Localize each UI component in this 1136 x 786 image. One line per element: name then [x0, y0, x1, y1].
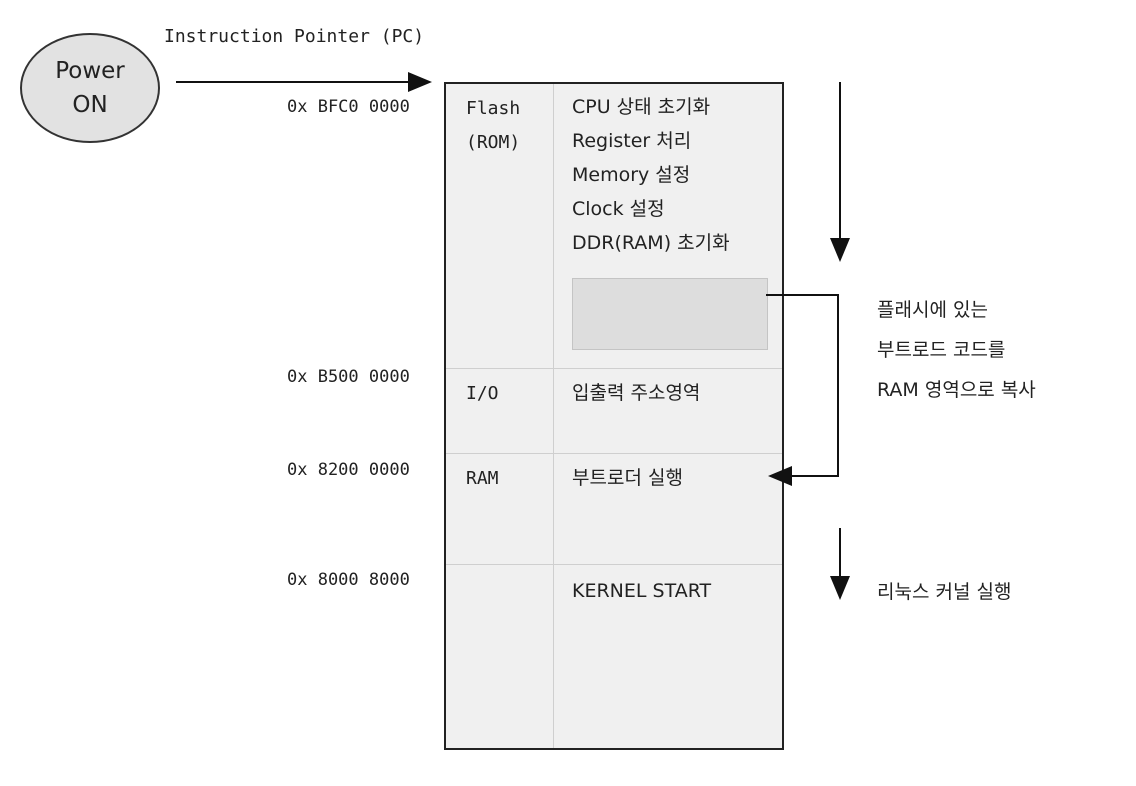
ram-kernel-divider [446, 564, 782, 565]
flash-step: Memory 설정 [572, 164, 691, 186]
address-kernel: 0x 8000 8000 [287, 570, 410, 590]
bootloader-code-box [572, 278, 768, 350]
copy-note: 플래시에 있는 부트로드 코드를 RAM 영역으로 복사 [877, 290, 1036, 410]
pc-arrow-head [408, 72, 432, 92]
flash-steps: CPU 상태 초기화 Register 처리 Memory 설정 Clock 설… [572, 90, 730, 260]
kernel-flow-arrow-head [830, 576, 850, 600]
flash-flow-arrow-head [830, 238, 850, 262]
flash-io-divider [446, 368, 782, 369]
flash-step: Clock 설정 [572, 198, 665, 220]
flash-step: DDR(RAM) 초기화 [572, 232, 730, 254]
segment-io: I/O [466, 383, 499, 404]
linux-kernel-note: 리눅스 커널 실행 [877, 581, 1012, 603]
power-on-node: Power ON [20, 33, 160, 143]
memory-map [444, 82, 784, 750]
segment-rom: (ROM) [466, 132, 521, 153]
segment-flash: Flash [466, 98, 521, 119]
instruction-pointer-label: Instruction Pointer (PC) [164, 26, 425, 47]
flash-step: Register 처리 [572, 130, 692, 152]
kernel-description: KERNEL START [572, 580, 712, 602]
io-ram-divider [446, 453, 782, 454]
address-ram: 0x 8200 0000 [287, 460, 410, 480]
power-line2: ON [72, 92, 108, 118]
power-line1: Power [55, 58, 125, 84]
io-description: 입출력 주소영역 [572, 382, 701, 404]
address-flash: 0x BFC0 0000 [287, 97, 410, 117]
copy-note-line: RAM 영역으로 복사 [877, 379, 1036, 401]
ram-description: 부트로더 실행 [572, 467, 683, 489]
address-io: 0x B500 0000 [287, 367, 410, 387]
segment-ram: RAM [466, 468, 499, 489]
flash-step: CPU 상태 초기화 [572, 96, 711, 118]
copy-note-line: 부트로드 코드를 [877, 339, 1006, 361]
column-divider [553, 84, 554, 748]
copy-note-line: 플래시에 있는 [877, 299, 988, 321]
